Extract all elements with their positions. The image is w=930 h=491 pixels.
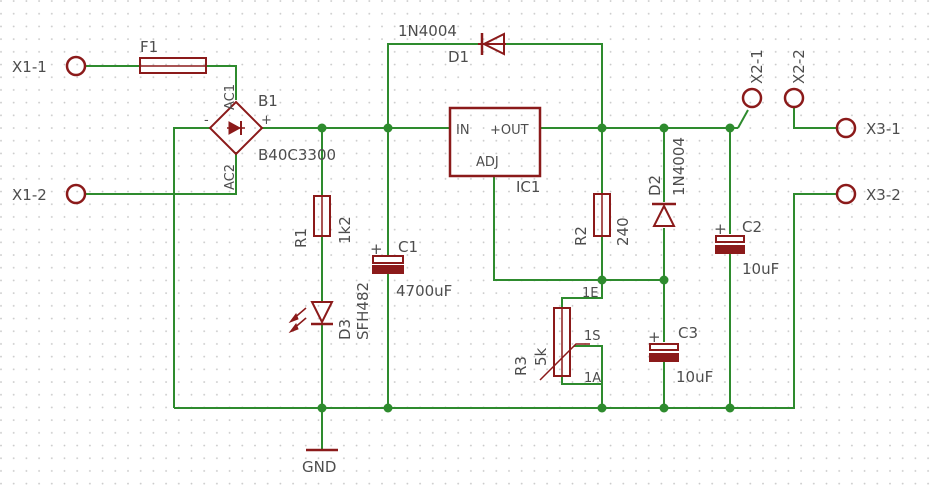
label-x2-1: X2-1: [748, 49, 766, 84]
label-r2-value: 240: [614, 217, 632, 246]
label-r3-value: 5k: [532, 347, 550, 366]
label-x2-2: X2-2: [790, 49, 808, 84]
label-f1: F1: [140, 38, 158, 56]
label-c1-value: 4700uF: [396, 282, 452, 300]
diode-d2-icon: [652, 202, 676, 227]
label-ic1-out: +OUT: [490, 123, 529, 138]
components: [65, 32, 857, 452]
label-b1-value: B40C3300: [258, 146, 336, 164]
label-ic1: IC1: [516, 178, 540, 196]
label-x3-2: X3-2: [866, 186, 901, 204]
connector-x2-1-icon: [741, 87, 763, 109]
label-r2: R2: [572, 226, 590, 246]
label-c1-plus: +: [370, 240, 383, 258]
connector-x3-1-icon: [835, 117, 857, 139]
label-b1-minus: -: [204, 113, 209, 128]
label-gnd: GND: [302, 458, 336, 476]
label-r1: R1: [292, 228, 310, 248]
connector-x1-2-icon: [65, 183, 87, 205]
label-ic1-in: IN: [456, 123, 470, 138]
label-r1-value: 1k2: [336, 216, 354, 244]
potentiometer-r3-icon: [539, 307, 590, 381]
label-ac2: AC2: [223, 164, 238, 190]
diode-d1-icon: [478, 32, 506, 56]
label-d1-value: 1N4004: [398, 22, 457, 40]
label-x3-1: X3-1: [866, 120, 901, 138]
label-d3-value: SFH482: [354, 282, 372, 340]
label-ac1: AC1: [223, 84, 238, 110]
capacitor-c1-icon: [372, 255, 404, 274]
label-d1: D1: [448, 48, 469, 66]
label-d3: D3: [336, 319, 354, 340]
connector-x2-2-icon: [783, 87, 805, 109]
label-ic1-adj: ADJ: [476, 155, 499, 170]
label-c1: C1: [398, 238, 418, 256]
led-d3-icon: [288, 301, 334, 334]
resistor-r1-icon: [313, 195, 331, 237]
label-r3-e: 1E: [582, 286, 599, 301]
fuse-f1-icon: [139, 57, 207, 74]
label-c2: C2: [742, 218, 762, 236]
connector-x1-1-icon: [65, 55, 87, 77]
label-r3-a: 1A: [584, 371, 601, 386]
capacitor-c3-icon: [649, 343, 679, 362]
wires: [86, 43, 836, 450]
label-x1-2: X1-2: [12, 186, 47, 204]
label-x1-1: X1-1: [12, 58, 47, 76]
junctions: [317, 123, 735, 413]
label-d2-value: 1N4004: [670, 137, 688, 196]
label-d2: D2: [646, 175, 664, 196]
label-r3: R3: [512, 356, 530, 376]
connector-x3-2-icon: [835, 183, 857, 205]
label-c3-plus: +: [648, 328, 661, 346]
label-c3-value: 10uF: [676, 368, 713, 386]
label-r3-s: 1S: [584, 329, 601, 344]
label-c2-plus: +: [714, 220, 727, 238]
resistor-r2-icon: [593, 193, 611, 237]
label-b1-plus: +: [261, 113, 272, 128]
regulator-ic1-body: [448, 106, 542, 178]
label-b1: B1: [258, 92, 278, 110]
label-c2-value: 10uF: [742, 260, 779, 278]
label-c3: C3: [678, 324, 698, 342]
capacitor-c2-icon: [715, 235, 745, 254]
bridge-rectifier-b1-icon: [208, 100, 264, 156]
text-labels: X1-1 X1-2 F1 B1 - + B40C3300 AC1 AC2 1N4…: [12, 22, 901, 476]
